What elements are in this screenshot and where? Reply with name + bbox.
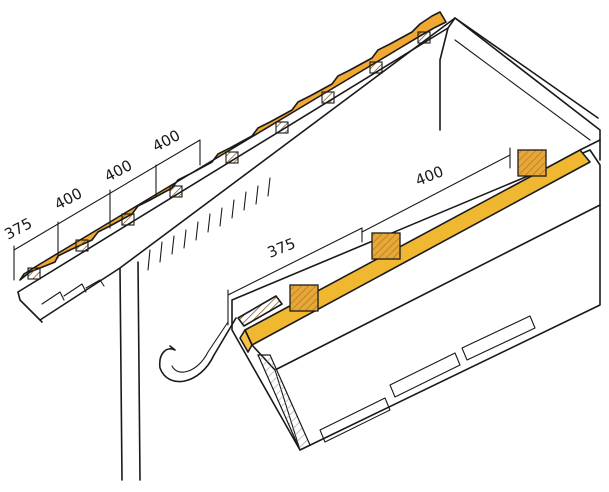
detail-dim-375: 375 [265, 234, 298, 261]
overview-batten [275, 121, 289, 134]
overview-batten [27, 267, 41, 280]
detail-soffit-board [461, 315, 536, 361]
detail-frame [231, 149, 601, 451]
detail-battens [289, 149, 547, 312]
overview-batten [121, 213, 135, 226]
detail-dimension-lines [227, 147, 511, 326]
gutter-bracket-inner [171, 321, 229, 373]
overview-rafter [17, 27, 449, 293]
overview-soffit [41, 279, 105, 305]
detail-eave-lip [237, 295, 283, 327]
detail-dim-400: 400 [413, 162, 446, 189]
overview-batten [75, 239, 89, 252]
detail-batten-hatch [518, 150, 546, 176]
detail-batten-hatch [372, 233, 400, 259]
detail-soffit-board [319, 397, 391, 443]
overview-tile-band [19, 11, 447, 281]
gable-right-edge [579, 139, 601, 151]
overview-dimension-lines [13, 139, 201, 281]
overview-wall-line-2 [137, 261, 141, 481]
overview-wall-line [119, 267, 123, 481]
detail-fascia-hatch [257, 354, 311, 451]
gutter-bracket [158, 317, 237, 383]
gable-outline [439, 17, 601, 161]
detail-soffit-boards [319, 315, 536, 443]
detail-soffit-board [389, 352, 461, 398]
overview-shading [147, 177, 271, 271]
overview-dim-400-1: 400 [51, 184, 85, 213]
detail-batten-hatch [290, 285, 318, 311]
detail-tile-strip [239, 329, 253, 353]
overview-dim-375: 375 [1, 214, 35, 243]
overview-fascia [17, 291, 43, 323]
detail-section: 375 400 [158, 147, 601, 451]
overview-dim-400-3: 400 [149, 126, 183, 155]
